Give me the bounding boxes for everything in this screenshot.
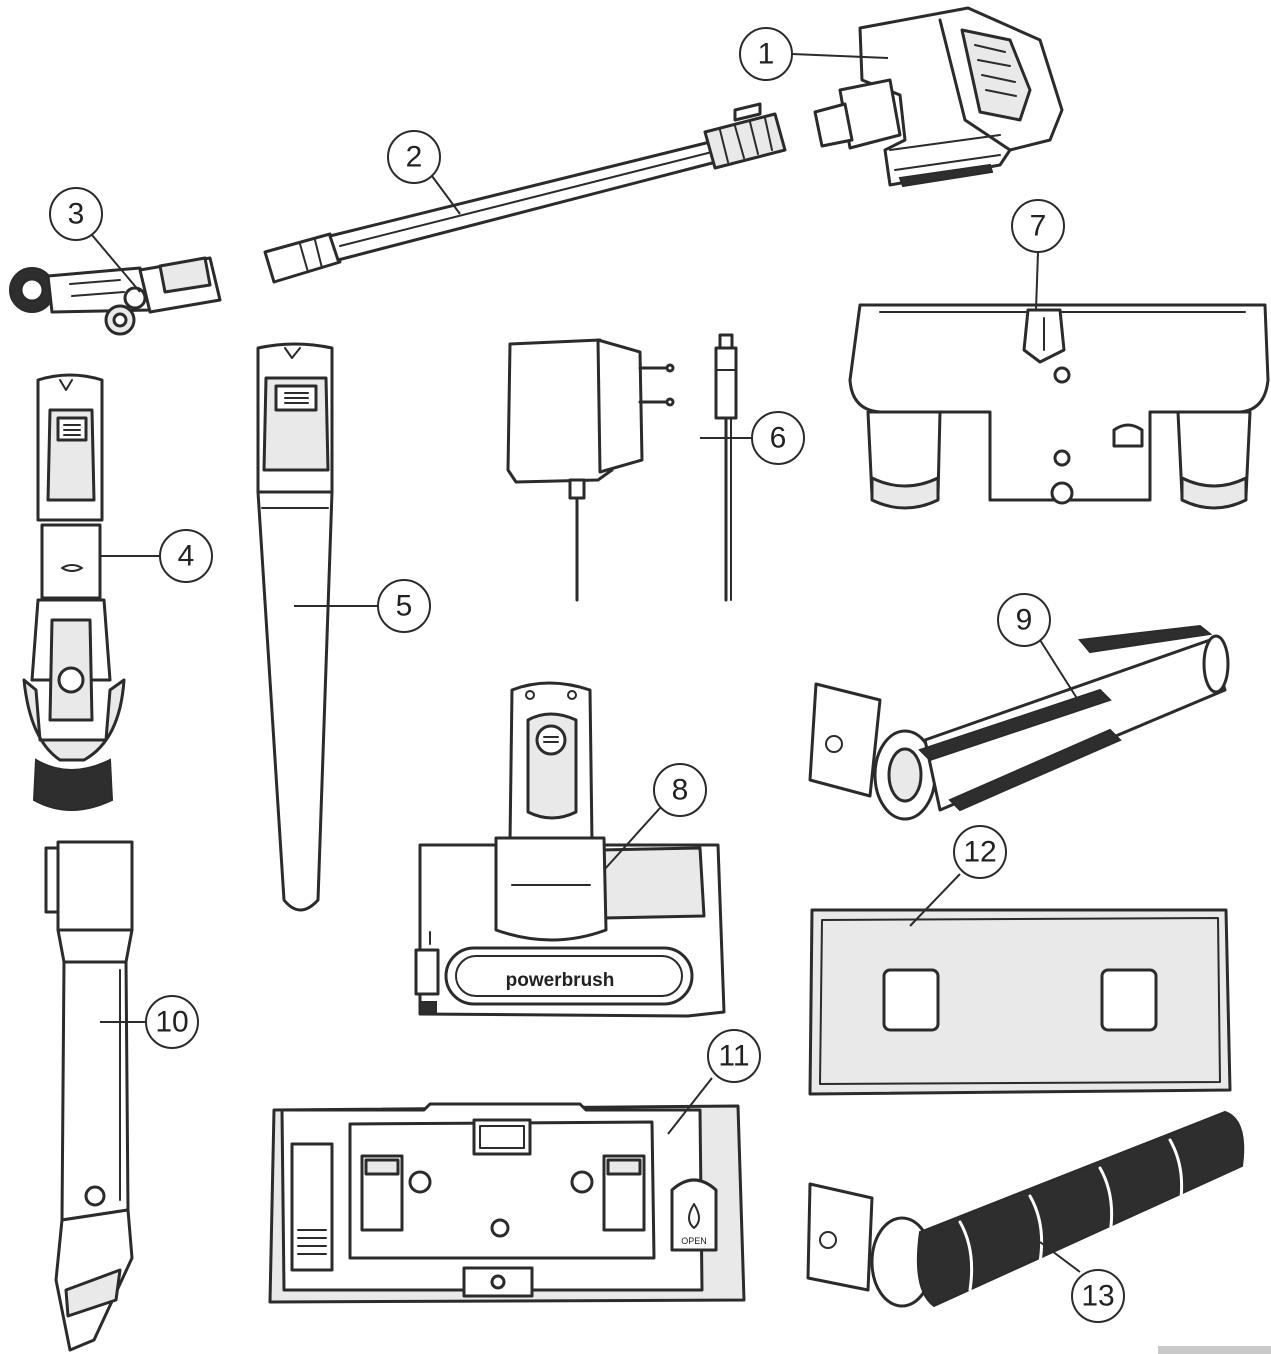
callout-13: 13	[1072, 1270, 1124, 1322]
part-5-crevice-tool-illustration	[258, 344, 332, 910]
callout-2: 2	[388, 131, 440, 183]
part-12-mop-pad-illustration	[810, 910, 1230, 1094]
callout-10: 10	[146, 996, 198, 1048]
callout-8: 8	[654, 764, 706, 816]
callout-5: 5	[378, 580, 430, 632]
powerbrush-brand-label: powerbrush	[506, 970, 615, 991]
callout-7-number: 7	[1030, 210, 1047, 243]
callout-4: 4	[160, 530, 212, 582]
callout-6: 6	[752, 412, 804, 464]
callout-10-number: 10	[155, 1006, 188, 1039]
callout-11: 11	[708, 1030, 760, 1082]
part-6-charger-adapter-illustration	[508, 335, 736, 600]
callout-12: 12	[954, 826, 1006, 878]
callout-1-number: 1	[758, 38, 775, 71]
part-13-soft-roller-illustration	[808, 1112, 1243, 1306]
part-8-powerbrush-head-illustration: powerbrush	[416, 683, 724, 1016]
callout-9-number: 9	[1016, 604, 1033, 637]
callout-9: 9	[998, 594, 1050, 646]
part-10-long-crevice-tool-illustration	[46, 842, 132, 1350]
callout-11-number: 11	[718, 1040, 749, 1073]
part-2-extension-tube-illustration	[265, 104, 785, 282]
part-3-mini-turbo-brush-illustration	[10, 258, 220, 334]
callout-8-number: 8	[672, 774, 689, 807]
part-9-bristle-roller-illustration	[810, 626, 1228, 819]
callout-3-number: 3	[68, 198, 85, 231]
callout-2-number: 2	[406, 141, 423, 174]
callout-6-number: 6	[770, 422, 787, 455]
part-1-main-body-illustration	[815, 8, 1062, 186]
callout-12-number: 12	[963, 836, 996, 869]
part-4-dusting-brush-illustration	[24, 375, 124, 810]
mop-open-label: OPEN	[681, 1236, 707, 1246]
callout-7: 7	[1012, 200, 1064, 252]
part-7-wall-bracket-illustration	[850, 305, 1268, 508]
callout-13-number: 13	[1081, 1280, 1114, 1313]
part-11-mop-plate-illustration: OPEN	[270, 1104, 744, 1302]
callout-5-number: 5	[396, 590, 413, 623]
corner-tab	[1158, 1346, 1271, 1354]
callout-1: 1	[740, 28, 792, 80]
callout-4-number: 4	[178, 540, 195, 573]
callout-3: 3	[50, 188, 102, 240]
